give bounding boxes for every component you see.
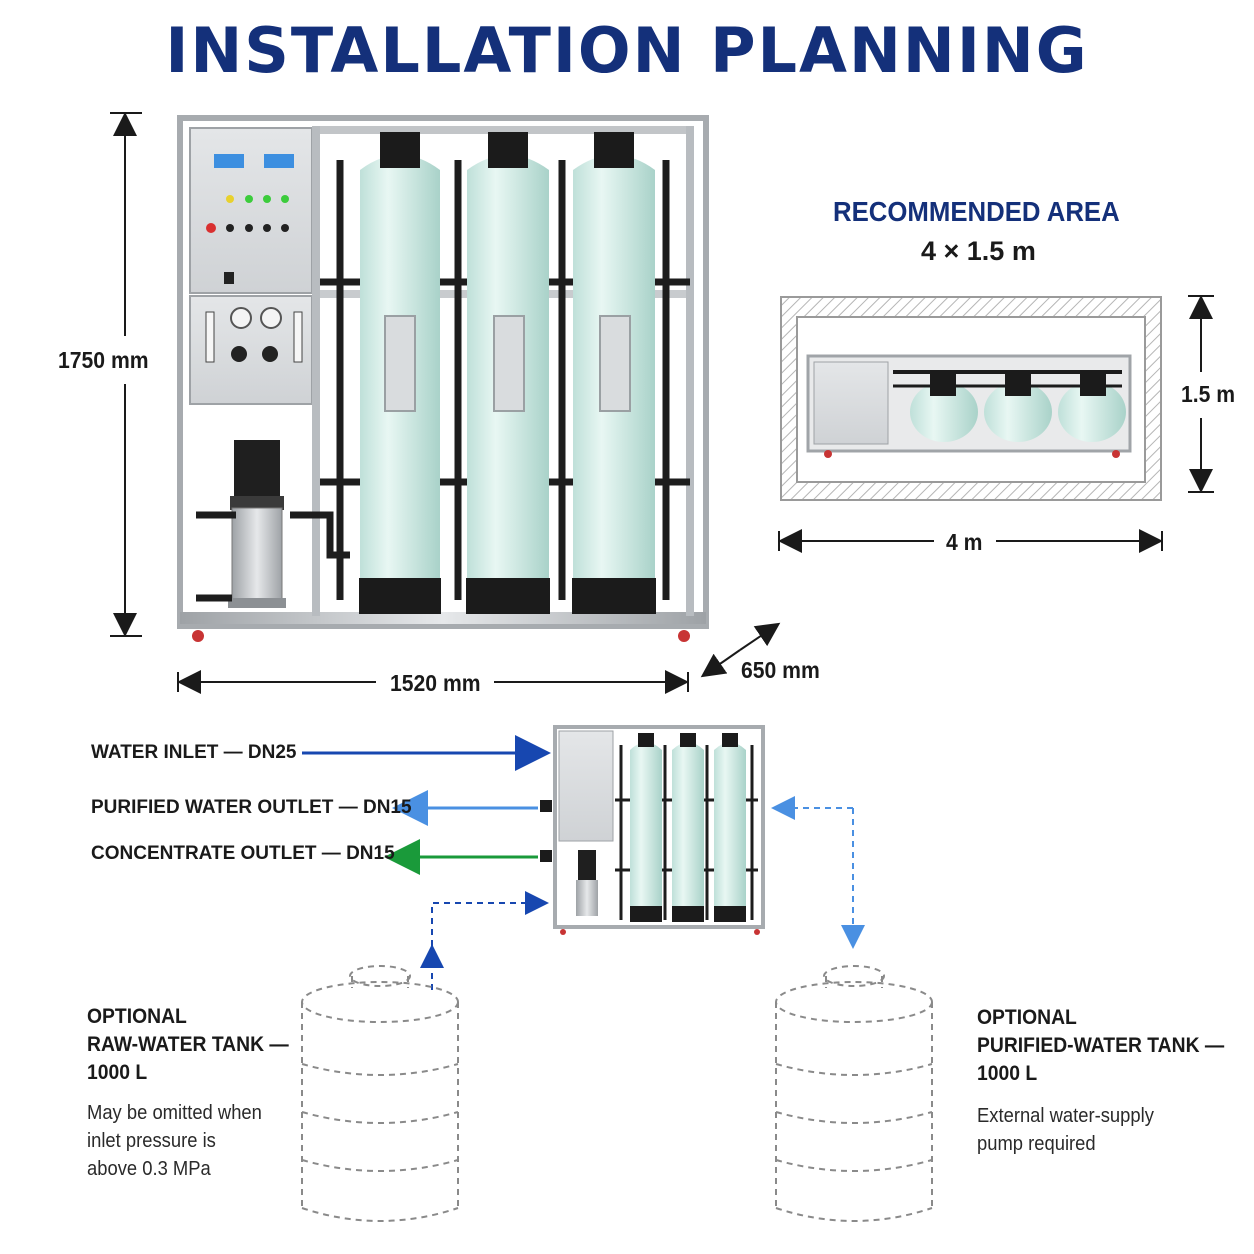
area-width-dimension-line bbox=[1188, 295, 1214, 493]
recommended-area-title: RECOMMENDED AREA bbox=[833, 196, 1120, 227]
ro-unit-front-view bbox=[177, 115, 709, 642]
filter-tank-1 bbox=[359, 132, 441, 614]
purified-water-tank bbox=[775, 965, 933, 1222]
raw-tank-line2: RAW-WATER TANK — bbox=[87, 1033, 289, 1056]
purified-tank-note: External water-supply pump required bbox=[977, 1105, 1154, 1155]
recommended-area-size: 4 × 1.5 m bbox=[921, 236, 1036, 266]
area-length-label: 4 m bbox=[946, 529, 983, 555]
pump bbox=[228, 440, 286, 608]
purified-outlet-label: PURIFIED WATER OUTLET — DN15 bbox=[91, 797, 412, 818]
width-label: 1520 mm bbox=[390, 670, 481, 696]
purified-tank-line2: PURIFIED-WATER TANK — bbox=[977, 1034, 1225, 1057]
page-title: INSTALLATION PLANNING bbox=[165, 14, 1089, 87]
raw-tank-flow-line bbox=[420, 891, 549, 990]
concentrate-outlet-label: CONCENTRATE OUTLET — DN15 bbox=[91, 843, 395, 864]
purified-tank-line3: 1000 L bbox=[977, 1062, 1038, 1085]
area-width-label: 1.5 m bbox=[1181, 381, 1236, 407]
purified-tank-caption: OPTIONAL PURIFIED-WATER TANK — 1000 L Ex… bbox=[977, 1004, 1246, 1158]
height-dimension-line bbox=[110, 112, 142, 637]
raw-tank-note: May be omitted when inlet pressure is ab… bbox=[87, 1102, 262, 1180]
recommended-area-plan bbox=[780, 296, 1162, 501]
ro-unit-small bbox=[540, 725, 765, 935]
depth-dimension-line bbox=[700, 622, 781, 678]
filter-tank-2 bbox=[466, 132, 550, 614]
raw-tank-caption: OPTIONAL RAW-WATER TANK — 1000 L May be … bbox=[87, 1003, 306, 1183]
filter-tank-3 bbox=[572, 132, 656, 614]
control-panel bbox=[189, 127, 313, 294]
width-dimension-line bbox=[177, 670, 689, 694]
height-label: 1750 mm bbox=[58, 347, 149, 373]
area-length-dimension-line bbox=[778, 529, 1163, 553]
raw-tank-line1: OPTIONAL bbox=[87, 1005, 187, 1028]
raw-tank-line3: 1000 L bbox=[87, 1061, 148, 1084]
water-inlet-label: WATER INLET — DN25 bbox=[91, 742, 297, 763]
depth-label: 650 mm bbox=[741, 657, 820, 683]
purified-tank-line1: OPTIONAL bbox=[977, 1006, 1077, 1029]
raw-water-tank bbox=[301, 965, 459, 1222]
purified-tank-flow-line bbox=[771, 796, 865, 949]
